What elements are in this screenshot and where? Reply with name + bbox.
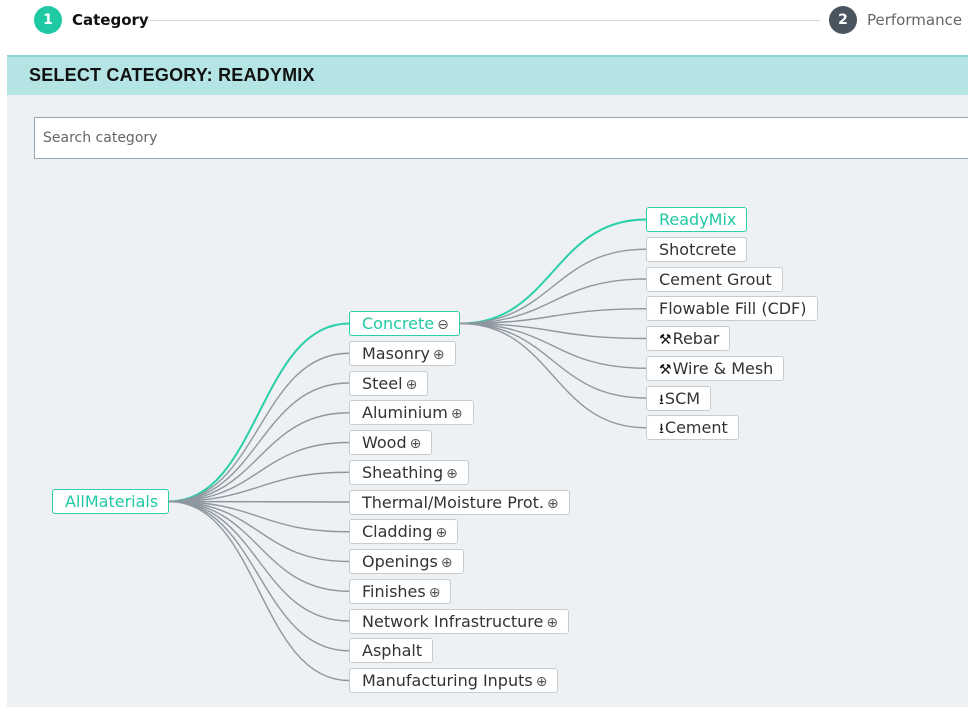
tree-link	[168, 441, 350, 503]
tree-node-network-infrastructure[interactable]: Network Infrastructure⊕	[349, 608, 570, 634]
tree-node-allmaterials[interactable]: AllMaterials	[52, 489, 170, 514]
tree-node-label: Masonry	[362, 343, 430, 363]
tree-node-shotcrete[interactable]: Shotcrete	[646, 236, 748, 262]
tree-link	[459, 278, 647, 325]
tree-link	[168, 412, 350, 503]
tree-node-steel[interactable]: Steel⊕	[349, 370, 429, 396]
tree-node-cladding[interactable]: Cladding⊕	[349, 519, 459, 545]
tree-node-rebar[interactable]: ⚒Rebar	[646, 326, 731, 351]
tree-link	[168, 500, 350, 503]
tree-node-label: Cement Grout	[659, 269, 772, 289]
step-1-label[interactable]: Category	[72, 11, 149, 29]
tree-node-sheathing[interactable]: Sheathing⊕	[349, 459, 469, 485]
tree-link	[168, 500, 350, 682]
tree-node-label: AllMaterials	[65, 492, 159, 511]
tree-node-wood[interactable]: Wood⊕	[349, 430, 433, 455]
tree-link	[168, 471, 350, 503]
search-input[interactable]	[34, 117, 968, 159]
expand-icon[interactable]: ⊕	[435, 525, 448, 542]
panel-header: SELECT CATEGORY: READYMIX	[7, 55, 968, 95]
tree-node-label: SCM	[664, 388, 701, 408]
expand-icon[interactable]: ⊕	[405, 376, 418, 393]
expand-icon[interactable]: ⊕	[409, 436, 422, 452]
tree-link	[459, 322, 647, 429]
tree-node-label: Rebar	[672, 329, 720, 348]
tree-node-label: Openings	[362, 552, 438, 571]
expand-icon[interactable]: ⊕	[546, 495, 559, 512]
tree-node-label: Network Infrastructure	[362, 611, 544, 631]
tree-node-masonry[interactable]: Masonry⊕	[349, 340, 456, 366]
tree-link	[459, 322, 647, 340]
tree-node-asphalt[interactable]: Asphalt	[349, 638, 434, 664]
tree-node-cement[interactable]: ⭳Cement	[646, 415, 739, 441]
download-icon: ⭳	[659, 421, 664, 438]
tree-link	[459, 308, 647, 325]
stepper-connector	[148, 20, 820, 21]
tree-node-label: Thermal/Moisture Prot.	[362, 492, 544, 512]
download-icon: ⭳	[659, 391, 664, 408]
tree-node-finishes[interactable]: Finishes⊕	[349, 578, 452, 604]
expand-icon[interactable]: ⊕	[440, 555, 453, 571]
tree-node-label: Sheathing	[362, 462, 444, 482]
tree-node-label: Cement	[664, 418, 728, 438]
expand-icon[interactable]: ⊕	[546, 614, 559, 631]
tree-node-label: Wire & Mesh	[672, 358, 774, 378]
tree-node-concrete[interactable]: Concrete⊖	[349, 311, 460, 336]
tree-node-label: Aluminium	[362, 403, 448, 423]
tree-node-label: Steel	[362, 373, 403, 393]
tree-node-label: Shotcrete	[659, 239, 737, 259]
tree-link	[168, 500, 350, 622]
step-1-badge[interactable]: 1	[34, 6, 62, 34]
tree-node-label: Manufacturing Inputs	[362, 671, 533, 690]
tree-link	[168, 352, 350, 503]
tools-icon: ⚒	[659, 332, 672, 348]
tree-node-aluminium[interactable]: Aluminium⊕	[349, 400, 474, 426]
page-title: SELECT CATEGORY: READYMIX	[29, 65, 315, 85]
tree-node-label: Cladding	[362, 522, 433, 542]
collapse-icon[interactable]: ⊖	[437, 317, 449, 333]
tree-link	[168, 500, 350, 592]
tree-link	[459, 248, 647, 325]
tree-node-scm[interactable]: ⭳SCM	[646, 385, 712, 411]
tree-link	[168, 500, 350, 533]
tree-node-cement-grout[interactable]: Cement Grout	[646, 266, 783, 292]
tree-node-wire-mesh[interactable]: ⚒Wire & Mesh	[646, 355, 785, 381]
tree-node-label: Concrete	[362, 314, 435, 333]
tree-link	[459, 218, 647, 325]
tree-node-openings[interactable]: Openings⊕	[349, 549, 464, 574]
tree-node-label: Flowable Fill (CDF)	[659, 299, 807, 319]
tree-link	[168, 382, 350, 503]
tree-node-manufacturing-inputs[interactable]: Manufacturing Inputs⊕	[349, 668, 559, 693]
tree-node-thermal-moisture-prot[interactable]: Thermal/Moisture Prot.⊕	[349, 489, 570, 515]
tree-node-label: Wood	[362, 433, 407, 452]
step-2-label[interactable]: Performance S	[867, 11, 968, 29]
tree-link	[168, 500, 350, 563]
category-panel: SELECT CATEGORY: READYMIX	[7, 55, 968, 707]
expand-icon[interactable]: ⊕	[450, 406, 463, 423]
tree-node-readymix[interactable]: ReadyMix	[646, 207, 748, 232]
step-2-badge[interactable]: 2	[829, 6, 857, 34]
tree-node-label: Finishes	[362, 581, 426, 601]
tree-node-label: Asphalt	[362, 641, 423, 661]
tree-link	[459, 322, 647, 369]
tree-node-flowable-fill-cdf[interactable]: Flowable Fill (CDF)	[646, 296, 818, 322]
tree-node-label: ReadyMix	[659, 210, 737, 229]
tree-link	[168, 322, 350, 503]
expand-icon[interactable]: ⊕	[432, 346, 445, 363]
expand-icon[interactable]: ⊕	[428, 584, 441, 601]
stepper: 1 Category 2 Performance S	[0, 0, 968, 44]
expand-icon[interactable]: ⊕	[535, 674, 548, 690]
tools-icon: ⚒	[659, 361, 672, 378]
tree-link	[459, 322, 647, 399]
tree-link	[168, 500, 350, 652]
expand-icon[interactable]: ⊕	[446, 465, 458, 482]
